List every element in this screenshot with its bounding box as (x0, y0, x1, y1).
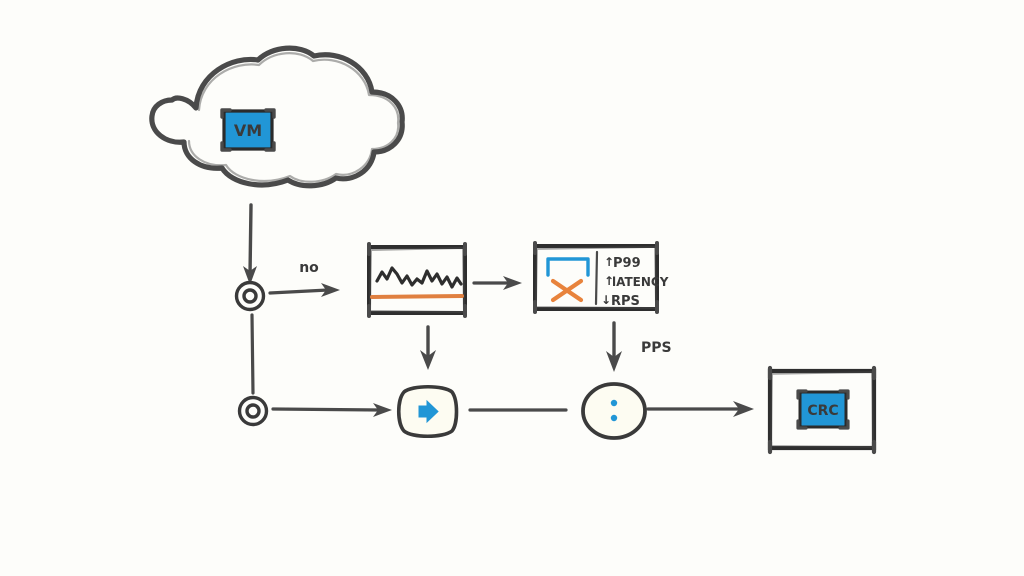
edge-line (268, 288, 330, 295)
arrowhead-down (606, 351, 622, 372)
edge-line (248, 203, 253, 277)
metric-label: RPS (611, 294, 640, 309)
edge-source-top-to-bottom (250, 313, 255, 395)
metric-row-1: ↑ lATENCY (604, 274, 669, 289)
output-box-node[interactable]: CRC (767, 365, 877, 455)
vm-box-fill (222, 109, 274, 151)
metric-label: lATENCY (612, 275, 669, 289)
edge-label-pps: PPS (641, 340, 672, 356)
edge-metrics-to-oval: PPS (606, 321, 672, 372)
chart-box-corner-ticks (367, 242, 467, 318)
edge-chart-to-metrics (472, 276, 522, 290)
donut-inner-circle (242, 288, 258, 304)
metric-row-2: ↓ RPS (601, 293, 640, 309)
arrowhead-right (733, 401, 754, 417)
crc-box-label: CRC (807, 403, 838, 419)
arrowhead-down (243, 266, 257, 285)
bracket-icon (546, 257, 590, 277)
arrowhead-down (420, 350, 436, 370)
edge-label-no: no (299, 260, 319, 276)
edge-source-to-chart: no (268, 260, 340, 297)
cloud-inner-box[interactable]: VM (220, 108, 276, 152)
play-icon (418, 399, 439, 424)
crc-box-corner-ticks (796, 389, 850, 430)
cloud-shape (149, 45, 405, 189)
arrowhead-right (321, 283, 340, 297)
source-node-bottom[interactable] (237, 395, 269, 427)
arrowhead-right (373, 403, 392, 417)
metric-row-0: ↑ P99 (604, 255, 641, 271)
edge-line (250, 313, 255, 395)
cloud-shape-overstroke (187, 52, 400, 183)
metrics-box-node[interactable]: ↑ P99 ↑ lATENCY ↓ RPS (533, 241, 669, 314)
donut-inner-circle (245, 403, 261, 419)
play-node[interactable] (396, 384, 459, 439)
cloud-node[interactable]: VM (149, 45, 405, 189)
dot-icon-upper (610, 399, 618, 407)
crc-box-fill (798, 390, 848, 429)
oval-node[interactable] (581, 382, 647, 440)
edge-line (271, 407, 382, 412)
edge-source-bottom-to-play (271, 403, 392, 417)
metric-arrow: ↑ (604, 274, 614, 288)
vm-box-label: VM (234, 121, 262, 140)
x-icon (550, 278, 584, 303)
output-inner-box[interactable]: CRC (796, 389, 850, 430)
edge-cloud-to-source (243, 203, 257, 285)
oval-shape (581, 382, 647, 440)
metrics-divider (594, 250, 599, 306)
chart-series-line (375, 266, 463, 289)
chart-threshold-line (370, 294, 464, 299)
dot-icon-lower (610, 414, 618, 422)
metric-label: P99 (613, 256, 641, 271)
vm-box-corner-ticks (220, 108, 276, 152)
source-node-top[interactable] (234, 280, 266, 312)
output-box-corner-ticks (767, 365, 877, 455)
edge-oval-to-output (646, 401, 754, 417)
metric-arrow: ↑ (604, 255, 614, 269)
edge-chart-to-play (420, 325, 436, 370)
metric-arrow: ↓ (601, 293, 611, 307)
chart-box-node[interactable] (367, 242, 467, 318)
metrics-box-corner-ticks (533, 241, 659, 314)
arrowhead-right (503, 276, 522, 290)
